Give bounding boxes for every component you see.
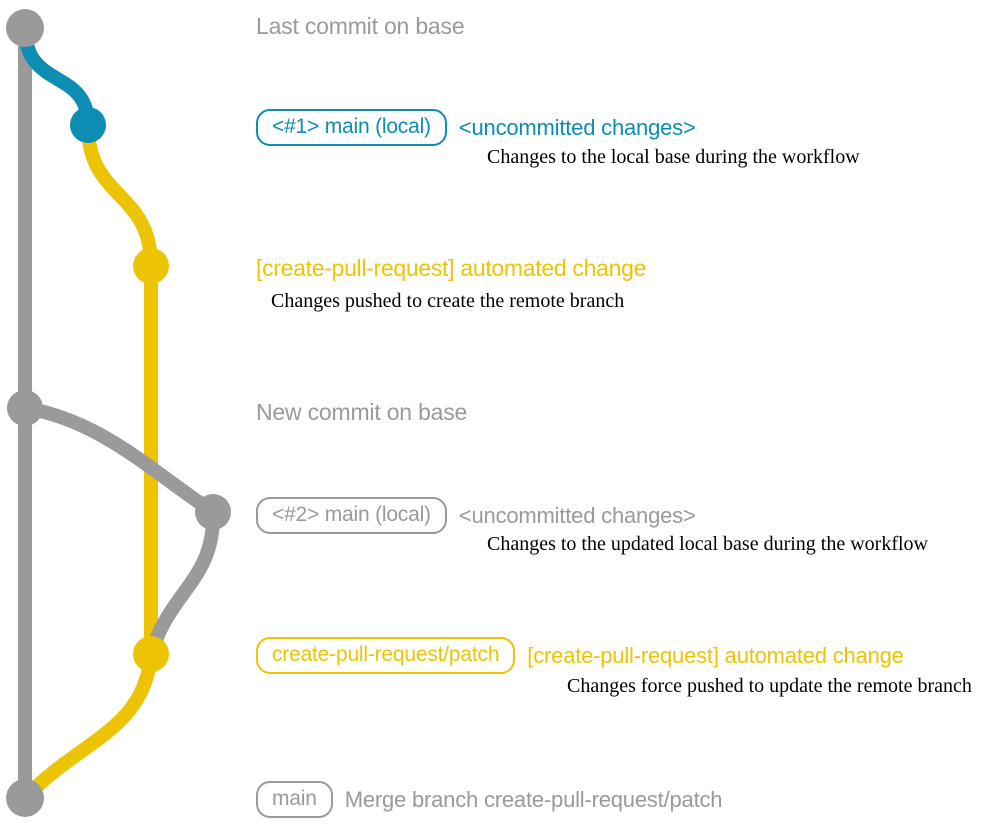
- branch-pill-local-2[interactable]: <#2> main (local): [256, 497, 447, 535]
- subject-local-change-1: <uncommitted changes>: [458, 114, 696, 140]
- node-local-change-1[interactable]: [70, 107, 106, 143]
- description-local-change-2: Changes to the updated local base during…: [487, 533, 928, 555]
- branch-pill-local-1[interactable]: <#1> main (local): [256, 109, 447, 147]
- subject-automated-change-2: [create-pull-request] automated change: [527, 642, 904, 668]
- edge-work-to-patch2: [144, 505, 221, 661]
- subject-local-change-2: <uncommitted changes>: [458, 502, 696, 528]
- row-local-change-2: <#2> main (local) <uncommitted changes>: [256, 497, 696, 535]
- node-new-commit-on-base[interactable]: [7, 390, 43, 426]
- node-automated-change-1[interactable]: [133, 248, 169, 284]
- row-automated-change-2: create-pull-request/patch [create-pull-r…: [256, 637, 904, 675]
- subject-merge-commit: Merge branch create-pull-request/patch: [344, 786, 723, 812]
- subject-automated-change-1: [create-pull-request] automated change: [256, 255, 647, 281]
- branch-pill-main[interactable]: main: [256, 781, 333, 819]
- row-local-change-1: <#1> main (local) <uncommitted changes>: [256, 109, 696, 147]
- node-local-change-2[interactable]: [195, 494, 231, 530]
- description-automated-change-2: Changes force pushed to update the remot…: [567, 675, 972, 697]
- node-merge-commit[interactable]: [6, 779, 44, 817]
- description-local-change-1: Changes to the local base during the wor…: [487, 146, 860, 168]
- branch-pill-patch[interactable]: create-pull-request/patch: [256, 637, 516, 675]
- node-automated-change-2[interactable]: [133, 636, 169, 672]
- edge-base2-to-work: [18, 401, 220, 519]
- node-last-commit-on-base[interactable]: [6, 9, 44, 47]
- caption-last-commit-on-base: Last commit on base: [256, 13, 465, 39]
- edge-patch2-to-merge: [18, 647, 158, 805]
- caption-new-commit-on-base: New commit on base: [256, 399, 468, 425]
- edge-local1-to-patch1: [81, 118, 158, 273]
- row-merge-commit: main Merge branch create-pull-request/pa…: [256, 781, 723, 819]
- description-automated-change-1: Changes pushed to create the remote bran…: [271, 290, 625, 312]
